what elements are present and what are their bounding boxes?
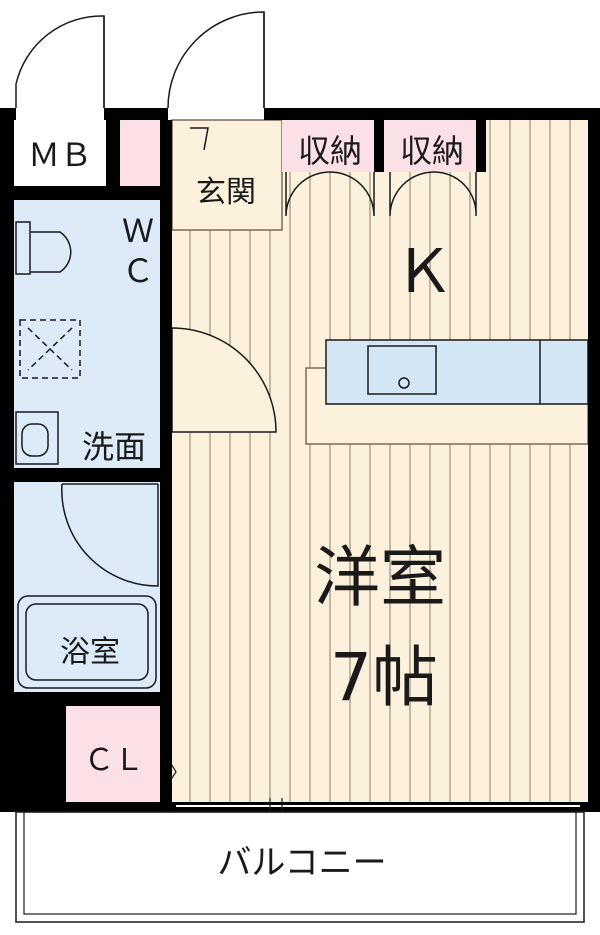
kitchen-label: Ｋ (394, 237, 454, 307)
bath-door-swing (61, 483, 159, 587)
storage-1-area (282, 120, 378, 172)
wc-c-label: Ｃ (122, 252, 154, 290)
wash-basin-icon (15, 411, 59, 465)
storage-2-label: 収納 (400, 132, 464, 170)
entrance-floor (171, 119, 283, 231)
front-door-swings (15, 11, 265, 109)
balcony-area (15, 811, 585, 923)
storage-1-label: 収納 (298, 132, 362, 170)
closet-area (66, 706, 164, 802)
washroom-label: 洗面 (82, 428, 146, 466)
inner-door-swing (171, 327, 277, 433)
pink-duct (120, 120, 164, 186)
western-room-floor (172, 120, 588, 802)
wc-w-label: Ｗ (122, 212, 154, 250)
balcony-label: バルコニー (217, 843, 386, 883)
kitchen-sink-counter (325, 339, 589, 405)
western-room-label: 洋室 (314, 539, 446, 616)
storage-door-swings (285, 171, 477, 217)
bath-label: 浴室 (60, 635, 120, 670)
room-size-label: 7帖 (330, 639, 438, 716)
mb-box (14, 120, 106, 186)
entrance-label: 玄関 (196, 175, 256, 210)
closet-label: ＣＬ (84, 743, 144, 778)
toilet-icon (15, 221, 72, 275)
walls (0, 108, 600, 812)
storage-2-area (384, 120, 480, 172)
sink-icon (367, 345, 437, 395)
bathtub-icon (17, 595, 157, 689)
mb-label: ＭＢ (28, 136, 92, 174)
washing-machine-icon (19, 319, 81, 379)
bath-area (14, 482, 164, 692)
